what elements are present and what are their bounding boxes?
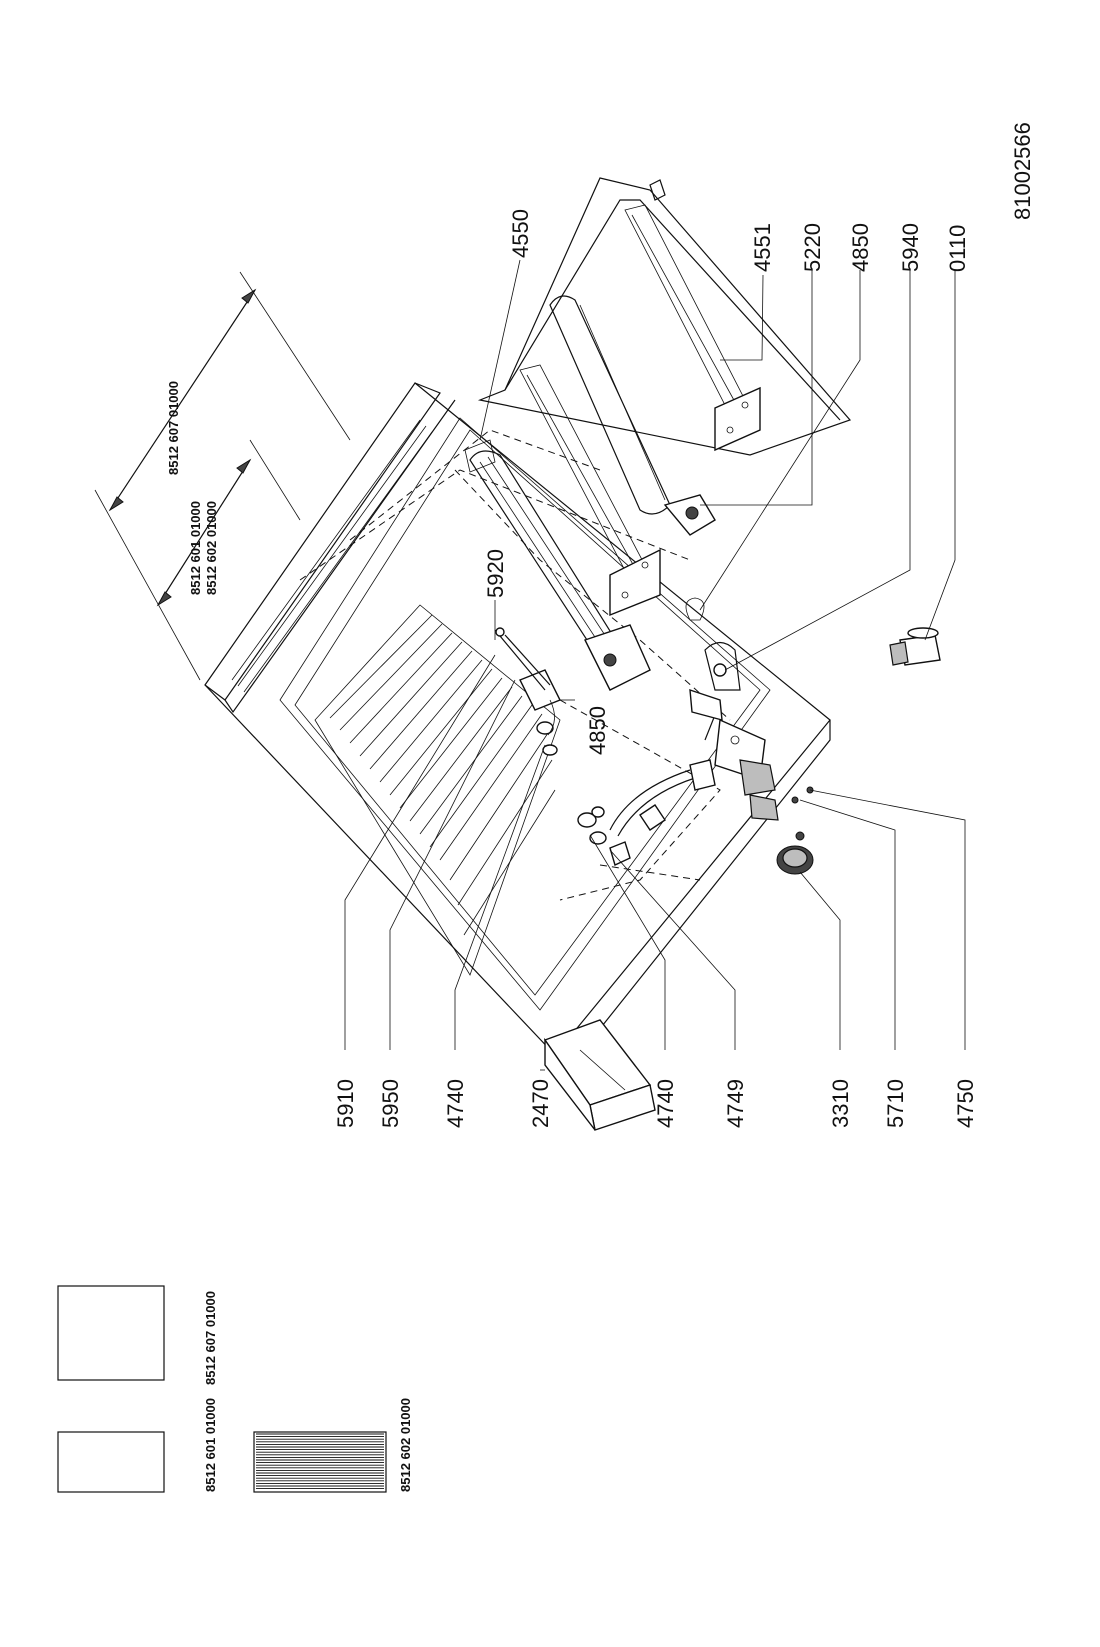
callout-5910: 5910: [333, 1079, 358, 1128]
callout-5710: 5710: [883, 1079, 908, 1128]
callout-4551: 4551: [750, 223, 775, 272]
callout-5950: 5950: [378, 1079, 403, 1128]
screw-5710: [791, 796, 799, 804]
control-knob: [776, 831, 814, 875]
piezo-box: [543, 1019, 656, 1131]
main-burner: [464, 439, 651, 691]
model-arrows: [94, 271, 351, 681]
leader-lines: [344, 259, 966, 1071]
model-label-602: 8512 602 01000: [204, 501, 219, 595]
model-label-607: 8512 607 01000: [166, 381, 181, 475]
callout-4550: 4550: [508, 209, 533, 258]
drawing-number: 81002566: [1010, 122, 1035, 220]
callout-5940: 5940: [898, 223, 923, 272]
nozzle-0110: [889, 627, 941, 666]
callout-4750: 4750: [953, 1079, 978, 1128]
legend-swatch-601: [57, 1431, 165, 1493]
callout-4740-left: 4740: [443, 1079, 468, 1128]
legend-label-607: 8512 607 01000: [203, 1291, 218, 1385]
callout-4850-mid: 4850: [585, 706, 610, 755]
legend-swatch-602: [253, 1431, 387, 1493]
callout-0110: 0110: [945, 225, 970, 272]
callout-4740-right: 4740: [653, 1079, 678, 1128]
callout-4850-top: 4850: [848, 223, 873, 272]
model-labels: 8512 607 01000 8512 601 01000 8512 602 0…: [166, 381, 219, 595]
gas-line: [609, 597, 779, 837]
callout-labels: 4550 4551 5220 4850 5940 0110 5920 4850 …: [333, 209, 978, 1128]
model-label-601: 8512 601 01000: [188, 501, 203, 595]
fittings: [577, 806, 631, 866]
ribbed-grill-area: [314, 604, 561, 976]
legend-label-602: 8512 602 01000: [398, 1398, 413, 1492]
backsplash-grooves: [231, 419, 433, 693]
pilot-assembly: [494, 627, 561, 756]
callout-2470: 2470: [528, 1079, 553, 1128]
callout-4749: 4749: [723, 1079, 748, 1128]
legend: 8512 607 01000 8512 601 01000 8512 602 0…: [57, 1285, 413, 1493]
burner-tray: [477, 177, 852, 617]
callout-3310: 3310: [828, 1079, 853, 1128]
callout-5920: 5920: [483, 549, 508, 598]
legend-label-601: 8512 601 01000: [203, 1398, 218, 1492]
legend-swatch-607: [57, 1285, 165, 1381]
callout-5220: 5220: [800, 223, 825, 272]
